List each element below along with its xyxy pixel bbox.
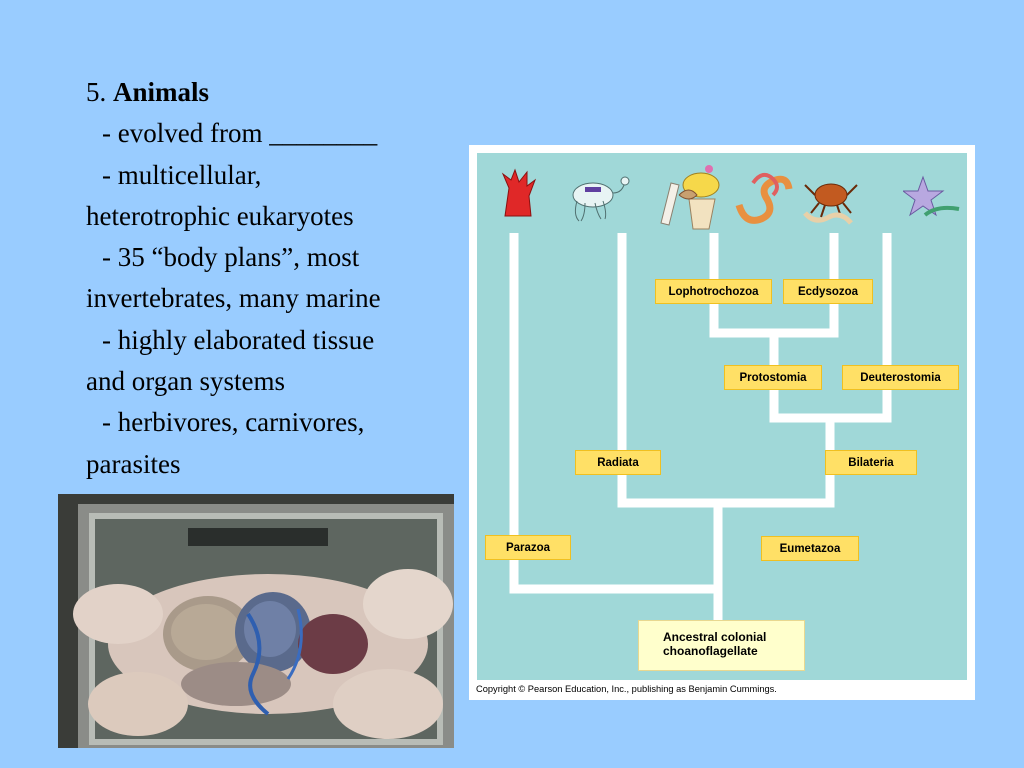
phylogeny-panel: Lophotrochozoa Ecdysozoa Protostomia Deu…	[477, 153, 967, 680]
jellyfish-icon	[572, 176, 630, 222]
node-label-radiata: Radiata	[575, 450, 661, 475]
sponge-icon	[501, 168, 537, 217]
bullet-line: heterotrophic eukaryotes	[86, 200, 354, 231]
bullet-line: and organ systems	[86, 366, 285, 397]
node-label-deuterostomia: Deuterostomia	[842, 365, 959, 390]
node-label-bilateria: Bilateria	[825, 450, 917, 475]
bullet-line: - evolved from ________	[102, 118, 378, 149]
flatworm-mollusc-icon	[660, 165, 720, 230]
copyright-notice: Copyright © Pearson Education, Inc., pub…	[476, 684, 777, 694]
crab-nematode-icon	[803, 183, 858, 225]
bullet-line: - multicellular,	[102, 159, 262, 190]
phylogeny-figure: Lophotrochozoa Ecdysozoa Protostomia Deu…	[469, 145, 975, 700]
starfish-chordate-icon	[903, 175, 960, 217]
bullet-line: - highly elaborated tissue	[102, 324, 375, 355]
bullet-line: - 35 “body plans”, most	[102, 242, 360, 273]
bullet-line: invertebrates, many marine	[86, 283, 381, 314]
node-label-lophotrochozoa: Lophotrochozoa	[655, 279, 772, 304]
node-label-protostomia: Protostomia	[724, 365, 822, 390]
ancestor-line-1: Ancestral colonial	[663, 630, 767, 644]
node-label-ancestor: Ancestral colonial choanoflagellate	[638, 620, 805, 671]
annelid-worm-icon	[735, 172, 793, 224]
slide-text: 5. Animals - evolved from ________ - mul…	[86, 72, 466, 485]
bullet-line: parasites	[86, 448, 181, 479]
dissected-pig-photo	[58, 494, 454, 748]
slide-title: Animals	[113, 77, 210, 107]
slide-number: 5.	[86, 77, 107, 107]
bullet-line: - herbivores, carnivores,	[102, 407, 365, 438]
node-label-eumetazoa: Eumetazoa	[761, 536, 859, 561]
node-label-parazoa: Parazoa	[485, 535, 571, 560]
ancestor-line-2: choanoflagellate	[663, 644, 758, 658]
node-label-ecdysozoa: Ecdysozoa	[783, 279, 873, 304]
slide-title-line: 5. Animals	[86, 72, 466, 113]
dissection-image	[58, 494, 454, 748]
